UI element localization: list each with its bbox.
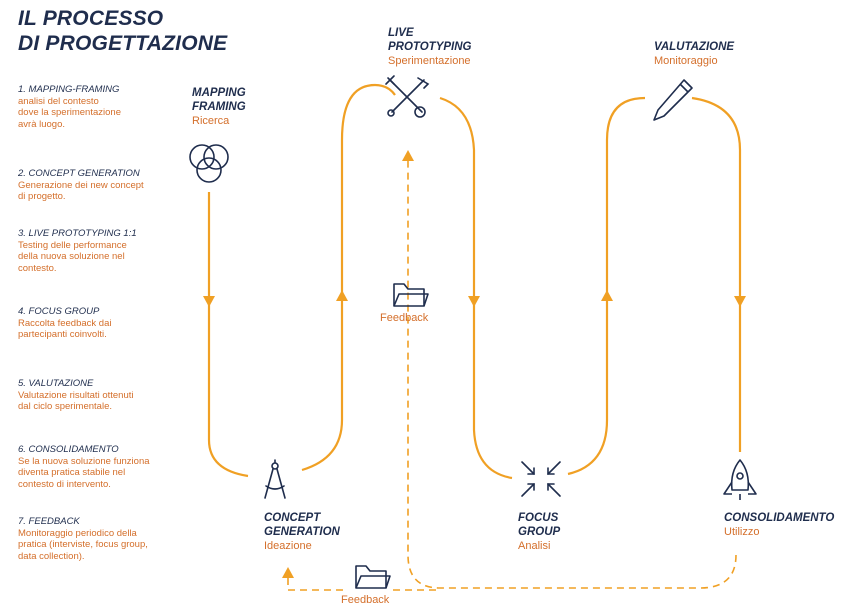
step-desc-line: pratica (interviste, focus group, <box>18 539 148 550</box>
node-title: CONCEPT <box>264 512 321 524</box>
compass-icon <box>264 459 286 499</box>
arrowhead-up <box>336 290 348 301</box>
feedback-label: Feedback <box>341 594 390 606</box>
node-mapping-framing: MAPPING FRAMING Ricerca <box>192 86 246 128</box>
flow-line-valutazione-down <box>691 96 742 452</box>
feedback-label: Feedback <box>380 312 429 324</box>
node-subtitle: Monitoraggio <box>654 55 718 67</box>
step-desc-line: partecipanti coinvolti. <box>18 329 107 340</box>
step-desc-line: avrà luogo. <box>18 118 66 130</box>
step-item: 3. LIVE PROTOTYPING 1:1 Testing delle pe… <box>18 228 193 274</box>
flow-line-focus-up <box>567 96 646 476</box>
node-title: PROTOTYPING <box>388 41 472 53</box>
flow-line-mapping-down <box>207 192 249 478</box>
pencil-icon <box>653 79 693 121</box>
step-heading: 6. CONSOLIDAMENTO <box>18 444 119 455</box>
step-item: 7. FEEDBACK Monitoraggio periodico della… <box>18 516 193 562</box>
node-subtitle: Sperimentazione <box>388 55 471 67</box>
rocket-icon <box>723 459 757 500</box>
step-item: 2. CONCEPT GENERATION Generazione dei ne… <box>18 168 193 203</box>
step-item: 1. MAPPING-FRAMING analisi del contesto … <box>18 84 193 130</box>
arrowhead-up <box>402 150 414 161</box>
step-heading: 1. MAPPING-FRAMING <box>18 84 120 95</box>
step-desc-line: Raccolta feedback dai <box>18 317 112 329</box>
node-title: VALUTAZIONE <box>654 41 735 53</box>
step-desc-line: diventa pratica stabile nel <box>18 467 126 478</box>
step-heading: 5. VALUTAZIONE <box>18 378 94 389</box>
node-title: CONSOLIDAMENTO <box>724 512 835 524</box>
node-title: FRAMING <box>192 101 246 113</box>
feedback-dashed-line <box>407 160 737 589</box>
node-title: GROUP <box>518 526 561 538</box>
node-title: FOCUS <box>518 512 559 524</box>
step-desc-line: Valutazione risultati ottenuti <box>18 389 134 401</box>
arrows-in-icon <box>521 461 561 497</box>
arrowhead-up <box>282 567 294 578</box>
node-title: MAPPING <box>192 87 246 99</box>
step-desc-line: contesto di intervento. <box>18 478 111 490</box>
feedback-dashed-line <box>287 578 345 591</box>
node-valutazione: VALUTAZIONE Monitoraggio <box>654 40 734 68</box>
step-desc-line: analisi del contesto <box>18 95 99 107</box>
step-desc-line: Testing delle performance <box>18 239 127 251</box>
node-subtitle: Utilizzo <box>724 526 760 538</box>
node-live-prototyping: LIVE PROTOTYPING Sperimentazione <box>388 26 472 68</box>
flow-line-concept-up <box>301 83 396 472</box>
step-heading: 7. FEEDBACK <box>18 516 80 527</box>
step-desc-line: data collection). <box>18 550 85 562</box>
arrowhead-down <box>203 296 215 307</box>
step-desc-line: dal ciclo sperimentale. <box>18 401 112 412</box>
step-desc-line: Generazione dei new concept <box>18 179 144 191</box>
folder-icon <box>393 283 429 307</box>
title-line-2: DI PROGETTAZIONE <box>18 32 228 55</box>
step-desc-line: Se la nuova soluzione funziona <box>18 455 150 467</box>
folder-icon <box>355 565 391 589</box>
arrowhead-up <box>601 290 613 301</box>
step-desc-line: di progetto. <box>18 191 66 202</box>
arrowhead-down <box>468 296 480 307</box>
step-desc-line: Monitoraggio periodico della <box>18 527 137 539</box>
node-consolidamento: CONSOLIDAMENTO Utilizzo <box>724 511 834 539</box>
step-item: 4. FOCUS GROUP Raccolta feedback dai par… <box>18 306 193 341</box>
step-item: 6. CONSOLIDAMENTO Se la nuova soluzione … <box>18 444 193 490</box>
step-desc-line: dove la sperimentazione <box>18 107 121 118</box>
node-subtitle: Ricerca <box>192 115 230 127</box>
tools-icon <box>385 75 430 118</box>
arrowhead-down <box>734 296 746 307</box>
node-concept-generation: CONCEPT GENERATION Ideazione <box>264 511 340 553</box>
node-subtitle: Analisi <box>518 540 551 552</box>
step-heading: 2. CONCEPT GENERATION <box>18 168 140 179</box>
title-line-1: IL PROCESSO <box>18 7 164 30</box>
node-title: LIVE <box>388 27 414 39</box>
step-item: 5. VALUTAZIONE Valutazione risultati ott… <box>18 378 193 413</box>
step-heading: 3. LIVE PROTOTYPING 1:1 <box>18 228 137 239</box>
circles-icon <box>189 144 229 183</box>
flow-line-live-down <box>439 96 513 480</box>
step-heading: 4. FOCUS GROUP <box>18 306 100 317</box>
step-desc-line: della nuova soluzione nel <box>18 251 125 262</box>
page-title: IL PROCESSO DI PROGETTAZIONE <box>18 6 227 56</box>
node-title: GENERATION <box>264 526 340 538</box>
node-focus-group: FOCUS GROUP Analisi <box>518 511 560 553</box>
step-desc-line: contesto. <box>18 262 57 274</box>
node-subtitle: Ideazione <box>264 540 312 552</box>
